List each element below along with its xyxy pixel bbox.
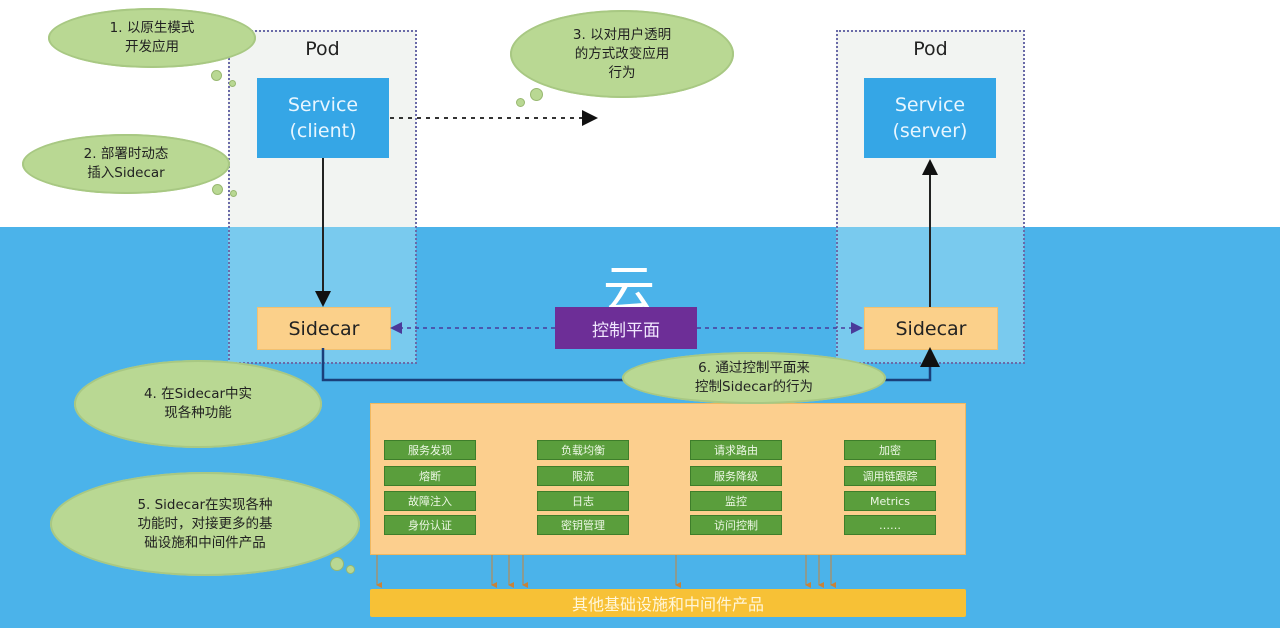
feature-item: 服务发现 — [384, 440, 476, 460]
callout-1-tail — [211, 70, 222, 81]
feature-item: 服务降级 — [690, 466, 782, 486]
sidecar-server-box: Sidecar — [864, 307, 998, 350]
feature-item: 加密 — [844, 440, 936, 460]
feature-item: 故障注入 — [384, 491, 476, 511]
callout-5-tail — [330, 557, 344, 571]
feature-item: 监控 — [690, 491, 782, 511]
feature-item: 限流 — [537, 466, 629, 486]
callout-5: 5. Sidecar在实现各种 功能时，对接更多的基 础设施和中间件产品 — [50, 472, 360, 576]
callout-3-tail — [530, 88, 543, 101]
callout-3: 3. 以对用户透明 的方式改变应用 行为 — [510, 10, 734, 98]
callout-6: 6. 通过控制平面来 控制Sidecar的行为 — [622, 352, 886, 404]
pod-server-label: Pod — [913, 38, 948, 60]
feature-item: 负载均衡 — [537, 440, 629, 460]
callout-1: 1. 以原生模式 开发应用 — [48, 8, 256, 68]
feature-item: 调用链跟踪 — [844, 466, 936, 486]
callout-2-tail — [230, 190, 237, 197]
feature-item: …… — [844, 515, 936, 535]
callout-5-tail — [346, 565, 355, 574]
feature-item: 访问控制 — [690, 515, 782, 535]
service-client-box: Service (client) — [257, 78, 389, 158]
pod-client-label: Pod — [305, 38, 340, 60]
control-plane-box: 控制平面 — [555, 307, 697, 349]
feature-item: 请求路由 — [690, 440, 782, 460]
feature-item: 熔断 — [384, 466, 476, 486]
callout-2-tail — [212, 184, 223, 195]
service-server-box: Service (server) — [864, 78, 996, 158]
feature-item: Metrics — [844, 491, 936, 511]
callout-3-tail — [516, 98, 525, 107]
callout-4: 4. 在Sidecar中实 现各种功能 — [74, 360, 322, 448]
feature-item: 日志 — [537, 491, 629, 511]
feature-item: 密钥管理 — [537, 515, 629, 535]
infrastructure-middleware-bar: 其他基础设施和中间件产品 — [370, 589, 966, 617]
callout-2: 2. 部署时动态 插入Sidecar — [22, 134, 230, 194]
sidecar-client-box: Sidecar — [257, 307, 391, 350]
feature-item: 身份认证 — [384, 515, 476, 535]
callout-1-tail — [229, 80, 236, 87]
